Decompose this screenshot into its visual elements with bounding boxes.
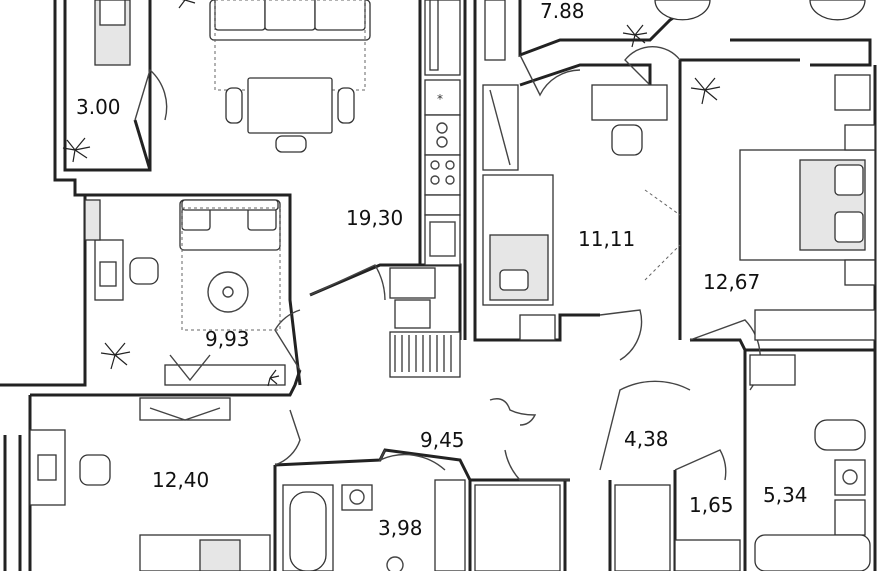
area-label-bedroom-right: 12,67 [703, 270, 760, 294]
area-label-balcony-top: 7.88 [540, 0, 585, 23]
bedroom-right-furniture [690, 74, 876, 341]
kitchen-units: * [389, 0, 461, 378]
bathroom-fixtures [282, 354, 871, 571]
top-balcony-furniture [622, 0, 866, 48]
area-label-study-room: 9,93 [205, 327, 250, 351]
svg-text:*: * [437, 92, 443, 106]
area-label-hallway: 9,45 [420, 428, 465, 452]
living-furniture [209, 0, 371, 153]
area-label-bathroom-small: 3,98 [378, 516, 423, 540]
area-label-bedroom-bottom-left: 12,40 [152, 468, 209, 492]
area-label-bathroom-right: 5,34 [763, 483, 808, 507]
bedroom-middle-furniture [482, 0, 681, 341]
area-labels: 3.00 7.88 19,30 11,11 12,67 9,93 9,45 4,… [76, 0, 808, 540]
study-furniture [84, 199, 286, 387]
dog-figure [489, 398, 537, 426]
area-label-bedroom-middle: 11,11 [578, 227, 635, 251]
bedroom-bottom-left-furniture [29, 397, 271, 571]
area-label-balcony-left: 3.00 [76, 95, 121, 119]
area-label-closet: 1,65 [689, 493, 734, 517]
left-balcony-furniture [62, 0, 196, 163]
area-label-corridor: 4,38 [624, 427, 669, 451]
area-label-living-kitchen: 19,30 [346, 206, 403, 230]
